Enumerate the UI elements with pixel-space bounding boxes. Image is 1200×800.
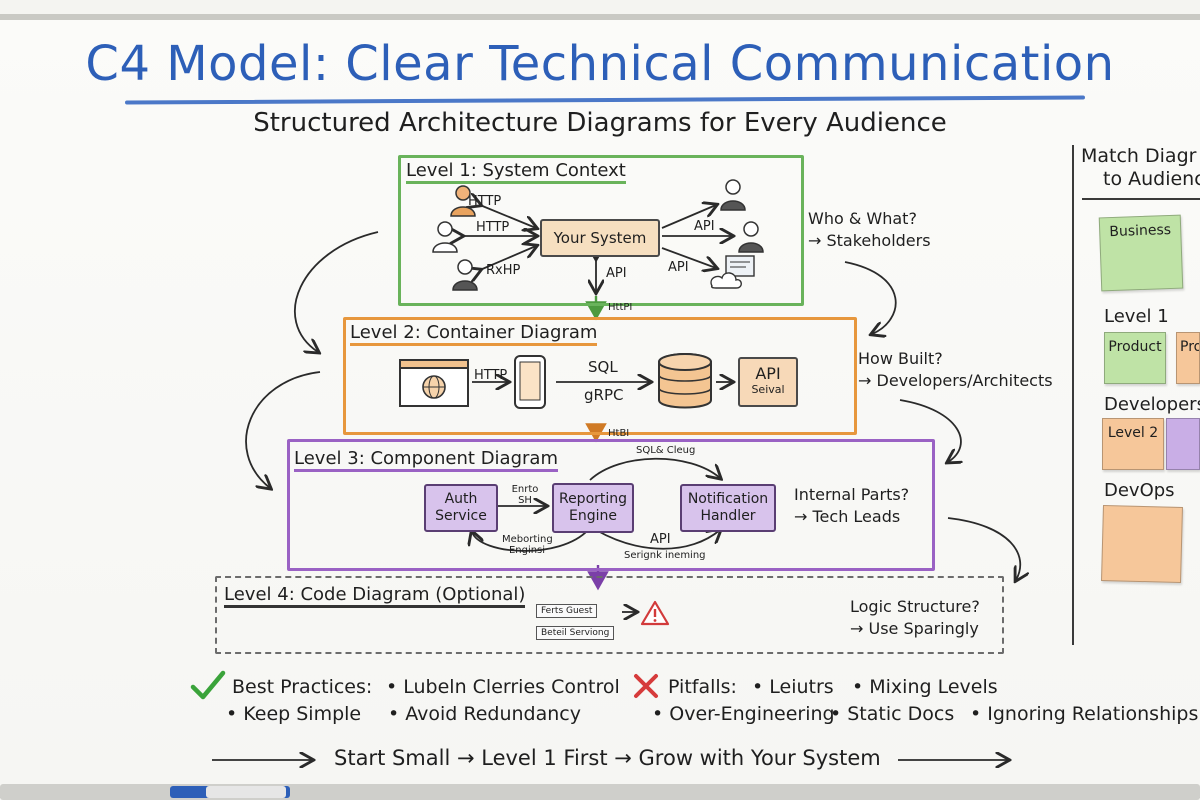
sticky-business: Business (1098, 214, 1184, 292)
auth-service-node: Auth Service (424, 484, 498, 532)
l2-l3-api-label: HtBI (608, 428, 630, 439)
pitfall-item-3: • Over-Engineering (652, 703, 835, 725)
api-server-line1: API (755, 364, 781, 383)
l1-http-label-2: HTTP (476, 220, 510, 235)
api-server-node: API Seival (738, 357, 798, 407)
level2-box (343, 317, 857, 435)
warning-icon (640, 600, 670, 626)
note-logic: Logic Structure? → Use Sparingly (850, 596, 980, 640)
note-logic-q: Logic Structure? (850, 597, 980, 616)
notification-handler-node: Notification Handler (680, 484, 776, 532)
l2-grpc-label: gRPC (584, 386, 624, 404)
note-logic-a: → Use Sparingly (850, 619, 979, 638)
sidebar-divider (1072, 145, 1074, 645)
note-how: How Built? → Developers/Architects (858, 348, 1053, 392)
sticky-product-2: Pro (1176, 332, 1200, 384)
cloud-icon (710, 255, 755, 289)
person-icon (432, 221, 458, 253)
l1-api-label-1: API (694, 219, 715, 234)
pitfall-item-4: • Static Docs (830, 703, 955, 725)
person-icon (738, 221, 764, 253)
note-who: Who & What? → Stakeholders (808, 208, 931, 252)
note-who-q: Who & What? (808, 209, 917, 228)
note-how-q: How Built? (858, 349, 943, 368)
l2-http-label: HTTP (474, 368, 508, 383)
sidebar-level1-label: Level 1 (1104, 306, 1169, 327)
note-internal-q: Internal Parts? (794, 485, 910, 504)
notif-line2: Handler (700, 508, 756, 524)
reporting-line1: Reporting (558, 491, 628, 507)
reporting-line2: Engine (569, 508, 617, 524)
code-item-2: Beteil Serviong (536, 626, 615, 640)
mobile-icon (514, 355, 546, 409)
sticky-level2: Level 2 (1102, 418, 1164, 470)
database-icon (658, 353, 712, 409)
level1-box (398, 155, 804, 306)
person-icon (720, 179, 746, 211)
sidebar-devops-label: DevOps (1104, 480, 1175, 501)
sidebar-heading-rule (1082, 198, 1200, 200)
marker-tray (0, 784, 1200, 800)
pitfall-item-5: • Ignoring Relationships (970, 703, 1199, 725)
l1-api-label-down: API (606, 266, 627, 281)
level4-box (215, 576, 1004, 654)
cross-icon (634, 674, 658, 698)
sidebar-heading-line2: to Audienc (1103, 168, 1200, 190)
pitfall-item-1: • Leiutrs (752, 676, 834, 698)
person-icon (452, 259, 478, 291)
note-who-a: → Stakeholders (808, 231, 931, 250)
sticky-product-1: Product (1104, 332, 1166, 384)
level2-title: Level 2: Container Diagram (350, 322, 598, 346)
l1-http-label-3: RxHP (486, 263, 521, 278)
note-how-a: → Developers/Architects (858, 371, 1053, 390)
best-practice-item-1: • Lubeln Clerries Control (386, 676, 620, 698)
code-item-1: Ferts Guest (536, 604, 598, 618)
l3-bottom-left-label: Meborting Enginsi (502, 534, 553, 556)
sticky-devops (1101, 504, 1183, 584)
subtitle: Structured Architecture Diagrams for Eve… (253, 108, 947, 138)
l3-top-label: SQL& Cleug (636, 445, 696, 456)
l1-http-label-1: HTTP (468, 194, 502, 209)
flow-text: Start Small → Level 1 First → Grow with … (334, 746, 881, 770)
marker-cap (206, 786, 286, 798)
notif-line1: Notification (687, 491, 769, 507)
note-internal-a: → Tech Leads (794, 507, 901, 526)
best-practice-item-3: • Avoid Redundancy (388, 703, 581, 725)
best-practice-item-2: • Keep Simple (226, 703, 362, 725)
reporting-engine-node: Reporting Engine (552, 483, 634, 533)
l3-bottom-right-label: Serignk ineming (624, 550, 706, 561)
globe-window-icon (399, 359, 469, 407)
note-internal: Internal Parts? → Tech Leads (794, 484, 909, 528)
pitfalls-label: Pitfalls: (668, 676, 737, 698)
l3-api-label: API (650, 532, 671, 547)
whiteboard (0, 14, 1200, 798)
l1-api-label-2: API (668, 260, 689, 275)
auth-line1: Auth (444, 491, 478, 507)
page-title: C4 Model: Clear Technical Communication (85, 36, 1115, 92)
best-practices-label: Best Practices: (232, 676, 373, 698)
sticky-purple (1166, 418, 1200, 470)
sidebar-developers-label: Developers (1104, 394, 1200, 415)
level3-box (287, 439, 935, 571)
sidebar-heading: Match Diagr to Audienc (1081, 145, 1200, 191)
l2-sql-label: SQL (588, 358, 618, 376)
api-server-line2: Seival (751, 383, 785, 396)
l3-auth-rep-label: Enrto SH (511, 484, 539, 506)
your-system-node: Your System (540, 219, 660, 257)
sidebar-heading-line1: Match Diagr (1081, 145, 1197, 167)
auth-line2: Service (435, 508, 487, 524)
level4-title: Level 4: Code Diagram (Optional) (224, 584, 526, 608)
person-icon (450, 185, 476, 217)
level3-title: Level 3: Component Diagram (294, 448, 558, 472)
l1-l2-api-label: HttPI (608, 302, 633, 313)
pitfall-item-2: • Mixing Levels (852, 676, 998, 698)
level1-title: Level 1: System Context (406, 160, 626, 184)
check-icon (190, 670, 226, 700)
